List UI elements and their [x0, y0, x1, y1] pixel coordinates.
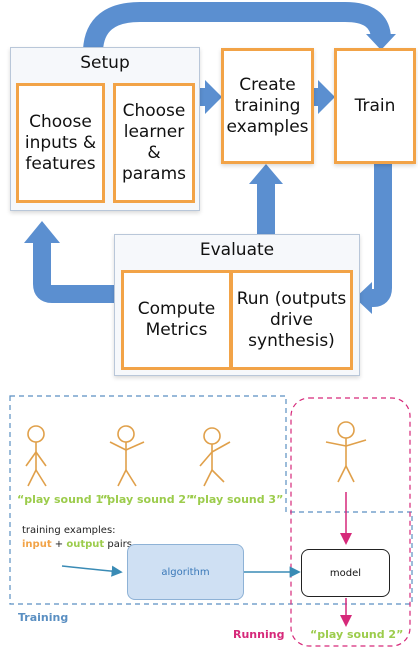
- arrow-setup-to-create-head: [205, 80, 222, 114]
- plus-word: +: [51, 539, 67, 550]
- run-label: Run (outputs drive synthesis): [236, 288, 347, 351]
- stick-figure-2: [109, 425, 145, 487]
- training-examples-label: training examples:: [22, 525, 116, 536]
- arrow-setup-to-create-shaft: [198, 88, 208, 106]
- workflow-arrows: [24, 1, 396, 314]
- running-region-label: Running: [233, 628, 285, 641]
- caption-play-sound-2: “play sound 2”: [100, 493, 194, 506]
- input-word: input: [22, 539, 52, 550]
- arrow-create-to-train-head: [318, 80, 335, 114]
- algorithm-box: algorithm: [127, 544, 244, 600]
- model-box: model: [301, 549, 390, 597]
- output-caption-play-sound-2: “play sound 2”: [310, 628, 404, 641]
- compute-metrics-box: Compute Metrics: [121, 270, 232, 370]
- running-region-border: [290, 397, 411, 647]
- choose-learner-label: Choose learner & params: [121, 101, 187, 184]
- choose-inputs-box: Choose inputs & features: [16, 83, 105, 203]
- training-running-diagram: [9, 395, 413, 647]
- train-box: Train: [334, 48, 416, 164]
- caption-play-sound-1: “play sound 1”: [17, 493, 111, 506]
- algorithm-label: algorithm: [161, 566, 210, 578]
- arrow-evaluate-to-create-head: [249, 164, 283, 184]
- stick-figure-1: [25, 425, 47, 487]
- run-box: Run (outputs drive synthesis): [230, 270, 353, 370]
- arrow-evaluate-to-setup: [33, 240, 118, 303]
- arrow-train-to-evaluate-head: [355, 282, 372, 314]
- training-region-border: [9, 395, 413, 605]
- setup-title: Setup: [80, 53, 130, 73]
- choose-inputs-label: Choose inputs & features: [24, 111, 97, 174]
- pairs-word: pairs: [104, 539, 132, 550]
- loop-arrowhead: [366, 34, 396, 50]
- arrow-create-to-train-shaft: [311, 88, 321, 106]
- create-training-examples-box: Create training examples: [221, 48, 314, 164]
- output-word: output: [66, 539, 105, 550]
- train-label: Train: [354, 95, 396, 116]
- stick-figure-3: [199, 427, 231, 487]
- compute-metrics-label: Compute Metrics: [137, 299, 216, 340]
- training-region-label: Training: [18, 611, 69, 624]
- model-label: model: [329, 567, 362, 579]
- arrow-examples-to-algorithm: [61, 565, 123, 577]
- evaluate-title: Evaluate: [199, 240, 275, 260]
- arrow-train-to-evaluate: [370, 163, 392, 307]
- create-training-examples-label: Create training examples: [226, 74, 309, 137]
- loop-arrow-setup-to-train: [83, 1, 391, 52]
- stick-figure-running: [325, 421, 367, 483]
- arrow-evaluate-to-setup-head: [24, 221, 60, 243]
- caption-play-sound-3: “play sound 3”: [190, 493, 284, 506]
- choose-learner-box: Choose learner & params: [113, 83, 195, 203]
- input-output-pairs-label: input + output pairs: [22, 539, 132, 550]
- arrow-evaluate-to-create-shaft: [257, 182, 275, 234]
